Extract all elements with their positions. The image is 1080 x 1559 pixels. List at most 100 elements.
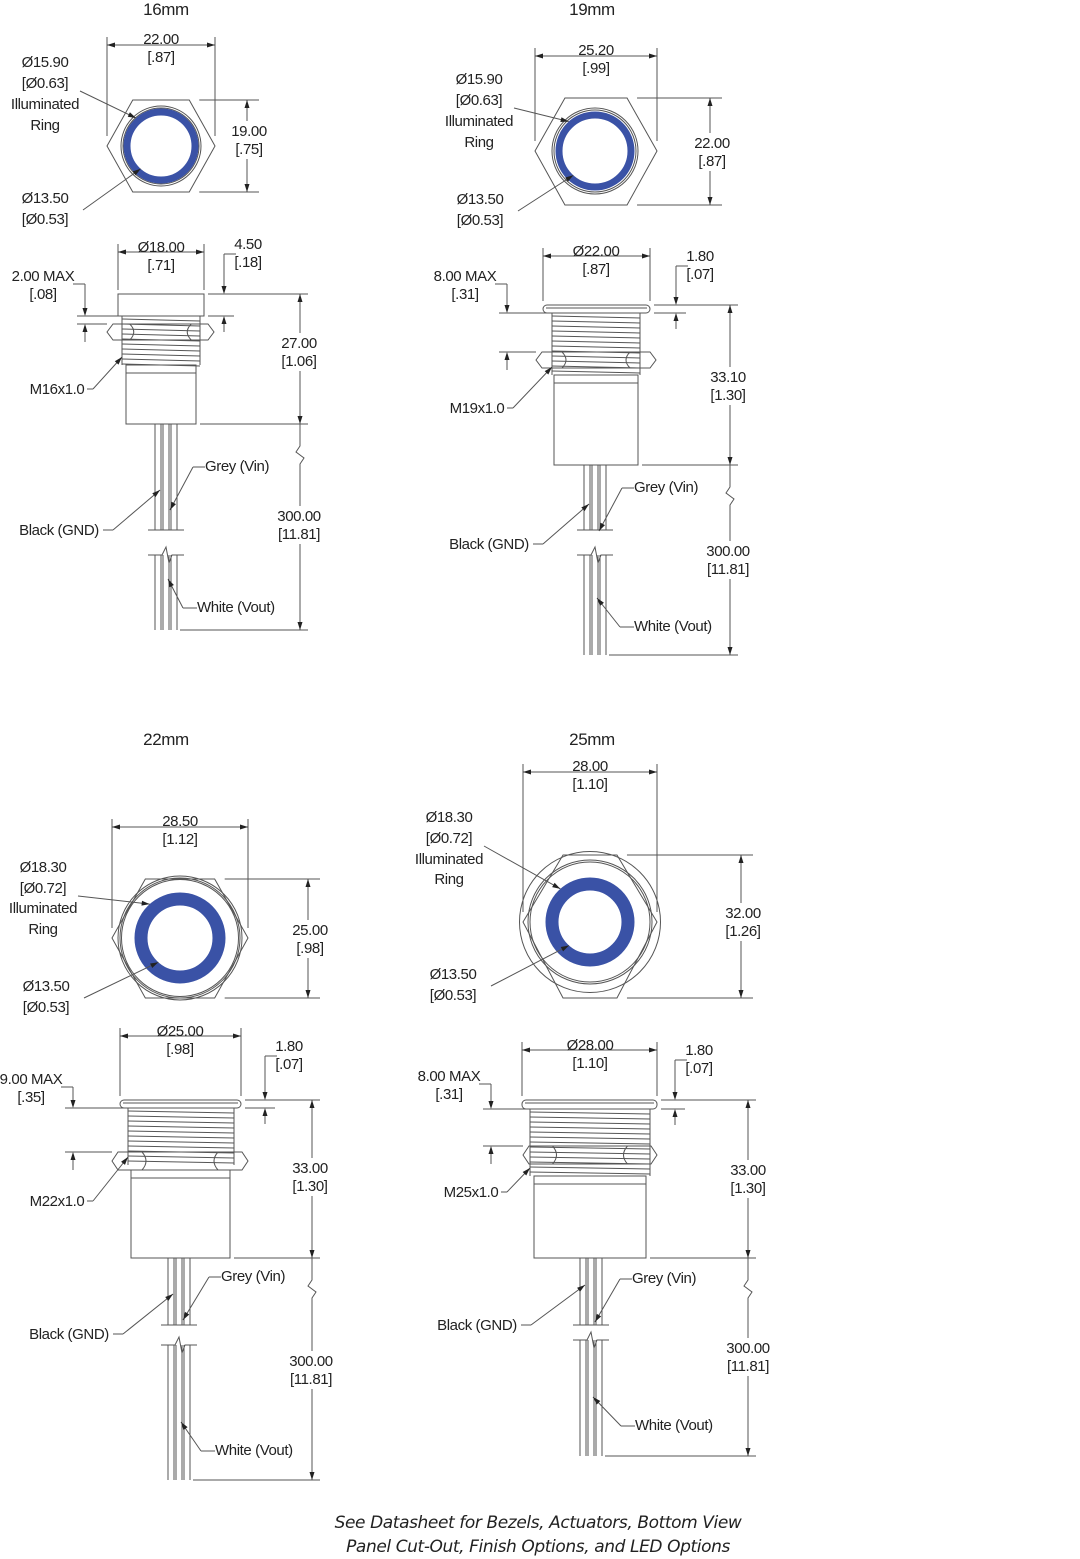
arrowhead-icon: [150, 962, 159, 968]
thread-line: [127, 1135, 235, 1139]
arrowhead-icon: [207, 42, 215, 48]
wire-break-icon: [161, 1335, 197, 1355]
arrowhead-icon: [121, 1157, 128, 1165]
housing-body: [533, 1175, 647, 1259]
thread-line: [551, 335, 641, 339]
dimension-line: [182, 1276, 210, 1321]
arrowhead-icon: [196, 249, 204, 255]
inner-diameter-label: Ø13.50: [430, 966, 477, 983]
bezel-height-dimension: 1.80: [275, 1038, 303, 1055]
arrowhead-icon: [543, 253, 551, 259]
arrowhead-icon: [488, 1146, 494, 1154]
bezel-height-dimension: 1.80: [686, 248, 714, 265]
inner-diameter-label: [Ø0.53]: [23, 999, 70, 1016]
bezel-side: [117, 293, 205, 317]
thread-line: [551, 315, 641, 319]
dimension-line: [112, 489, 161, 531]
housing-body: [130, 1169, 231, 1259]
ring-diameter-label: Ring: [30, 117, 59, 134]
arrowhead-icon: [309, 1250, 315, 1258]
thread-line: [121, 348, 201, 352]
drawing-panel-16mm: 16mmØ15.90[Ø0.63]IlluminatedRingØ13.50[Ø…: [11, 0, 321, 631]
dimension-line: [512, 366, 553, 409]
bezel-inner-circle: [553, 109, 637, 193]
arrowhead-icon: [535, 53, 543, 59]
dimension-line: [513, 107, 569, 123]
bezel-height-dimension: [.18]: [234, 254, 261, 271]
lead-dimension-break: [295, 424, 305, 506]
housing-body: [125, 364, 197, 425]
dimension-line: [79, 90, 137, 119]
bezel-inner-circle: [120, 105, 202, 187]
arrowhead-icon: [727, 305, 733, 313]
arrowhead-icon: [560, 117, 569, 123]
bezel-diameter-dimension: [.71]: [147, 257, 174, 274]
drawing-panel-22mm: 22mmØ18.30[Ø0.72]IlluminatedRingØ13.50[Ø…: [0, 730, 333, 1481]
drawing-panel-19mm: 19mmØ15.90[Ø0.63]IlluminatedRingØ13.50[Ø…: [434, 0, 750, 656]
body-length-dimension: 33.00: [730, 1162, 766, 1179]
dimension-line: [82, 168, 141, 211]
lead-dimension-break: [743, 1258, 753, 1338]
arrowhead-icon: [738, 855, 744, 863]
thread-line: [551, 355, 641, 359]
thread-line: [551, 325, 641, 329]
body-length-dimension: 33.00: [292, 1160, 328, 1177]
panel-title: 25mm: [569, 730, 615, 749]
width-dimension: 25.20: [578, 42, 614, 59]
thread-line: [551, 345, 641, 349]
arrowhead-icon: [70, 1152, 76, 1160]
arrowhead-icon: [244, 184, 250, 192]
footer-line-2: Panel Cut-Out, Finish Options, and LED O…: [346, 1537, 730, 1557]
bezel-diameter-dimension: [.98]: [166, 1041, 193, 1058]
bezel-height-dimension: 1.80: [685, 1042, 713, 1059]
bezel-flange: [542, 304, 651, 314]
bezel-diameter-dimension: [.87]: [582, 261, 609, 278]
illuminated-ring: [545, 877, 635, 967]
ring-diameter-label: Illuminated: [415, 851, 483, 868]
body-length-dimension: [1.30]: [292, 1178, 327, 1195]
lead-length-dimension: [11.81]: [707, 561, 749, 578]
dimension-line: [594, 1278, 621, 1323]
dimension-line: [83, 961, 159, 999]
height-dimension: 25.00: [292, 922, 328, 939]
dimension-line: [483, 845, 561, 890]
body-length-dimension: [1.30]: [710, 387, 745, 404]
bezel-height-dimension: [.07]: [686, 266, 713, 283]
ring-diameter-label: Ø15.90: [22, 54, 69, 71]
thread-line: [551, 360, 641, 364]
max-panel-thickness: 8.00 MAX: [434, 268, 497, 285]
ring-diameter-label: Illuminated: [9, 900, 77, 917]
hex-nut-outline: [111, 878, 249, 999]
thread-line: [551, 370, 641, 374]
arrowhead-icon: [170, 501, 176, 510]
thread-line: [529, 1116, 651, 1120]
width-dimension: 28.00: [572, 758, 608, 775]
panel-title: 22mm: [143, 730, 189, 749]
bezel-inner-circle: [529, 861, 651, 983]
width-dimension: [.99]: [582, 60, 609, 77]
height-dimension: 32.00: [725, 905, 761, 922]
arrowhead-icon: [707, 197, 713, 205]
bezel-circle: [519, 851, 661, 993]
illuminated-ring: [555, 111, 635, 191]
lead-length-dimension: 300.00: [277, 508, 321, 525]
arrowhead-icon: [114, 357, 122, 365]
arrowhead-icon: [745, 1448, 751, 1456]
thread-line: [551, 320, 641, 324]
arrowhead-icon: [70, 1100, 76, 1108]
width-dimension: [1.12]: [162, 831, 197, 848]
thread-line: [127, 1115, 235, 1119]
dimension-line: [598, 487, 623, 532]
dimension-line: [77, 895, 150, 905]
arrowhead-icon: [120, 1033, 128, 1039]
lead-dimension-break: [725, 465, 735, 541]
ring-diameter-label: Ring: [434, 871, 463, 888]
inner-diameter-label: [Ø0.53]: [22, 211, 69, 228]
thread-line: [529, 1126, 651, 1130]
arrowhead-icon: [309, 1472, 315, 1480]
arrowhead-icon: [488, 1101, 494, 1109]
dimension-line: [517, 174, 574, 212]
thread-label: M25x1.0: [444, 1184, 499, 1201]
height-dimension: [.98]: [296, 940, 323, 957]
ring-diameter-label: [Ø0.63]: [456, 92, 503, 109]
